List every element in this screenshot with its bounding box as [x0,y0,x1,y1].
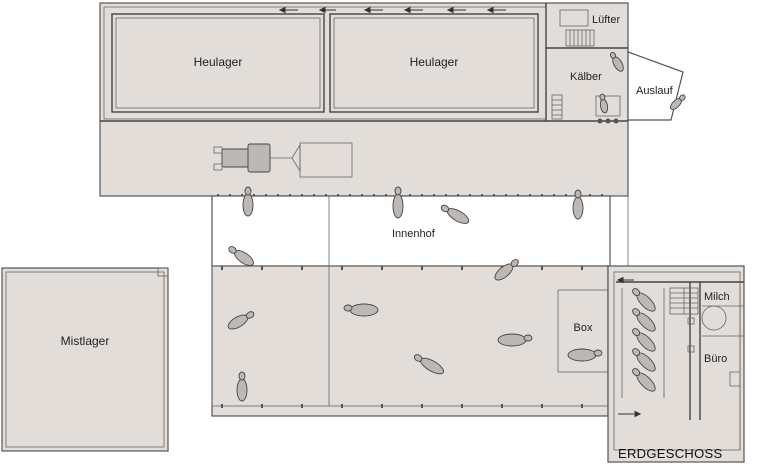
floor-title: ERDGESCHOSS [618,446,722,461]
cow-icon [440,204,470,224]
cow-icon [567,348,603,362]
flow-arrows-lower [616,276,642,418]
cow-icon [670,94,686,110]
cow-icon [609,52,624,72]
cow-icon [632,368,656,392]
feeding-fence-lower [221,266,583,408]
fence-post [461,266,463,270]
lower-building [211,265,745,463]
stairs-lower [669,287,699,315]
label-buero: Büro [704,353,727,365]
fence-post [301,404,303,408]
upper-building [99,2,684,198]
label-luefter: Lüfter [592,14,620,26]
heulager-right-room [329,13,539,113]
fence-post [341,404,343,408]
fence-post [381,266,383,270]
innenhof-area [211,195,629,267]
cow-icon [497,333,533,347]
calf-pen-posts [597,118,619,124]
flow-arrows-top [278,6,506,14]
mistlager-building [1,267,169,452]
label-heulager-right: Heulager [410,55,459,69]
labels: Heulager Heulager Lüfter Kälber Auslauf … [61,14,730,461]
fence-post [501,404,503,408]
cow-icon [599,93,609,114]
cow-icon [392,186,404,219]
label-milch: Milch [704,291,730,303]
fence-post [261,266,263,270]
cow-icon [494,259,519,281]
cow-icon [413,354,444,375]
cow-icon [572,189,584,220]
fence-post [341,266,343,270]
fence-post [261,404,263,408]
heulager-left-room [111,13,325,113]
label-auslauf: Auslauf [636,85,674,97]
cow-icon [242,186,254,217]
fence-post [421,266,423,270]
label-mistlager: Mistlager [61,334,110,348]
cow-icon [236,371,248,402]
cow-icon [228,246,254,266]
fence-post [581,266,583,270]
fence-post [541,266,543,270]
cow-icon [632,308,656,332]
cow-icon [632,328,656,352]
label-heulager-left: Heulager [194,55,243,69]
label-innenhof: Innenhof [392,228,436,240]
fence-post [381,404,383,408]
stairs-upper [565,29,595,47]
label-kaelber: Kälber [570,71,602,83]
fence-post [461,404,463,408]
cows [227,52,686,402]
trailer [299,142,353,178]
fence-post [221,404,223,408]
fence-post [301,266,303,270]
cow-icon [632,288,656,312]
fence-post [581,404,583,408]
cow-icon [227,311,255,330]
auslauf-area [627,51,684,121]
cow-icon [343,303,379,317]
label-box: Box [574,322,593,334]
fence-post [221,266,223,270]
cow-icon [632,348,656,372]
tractor-icon [213,142,353,178]
fence-post [541,404,543,408]
fence-post [421,404,423,408]
